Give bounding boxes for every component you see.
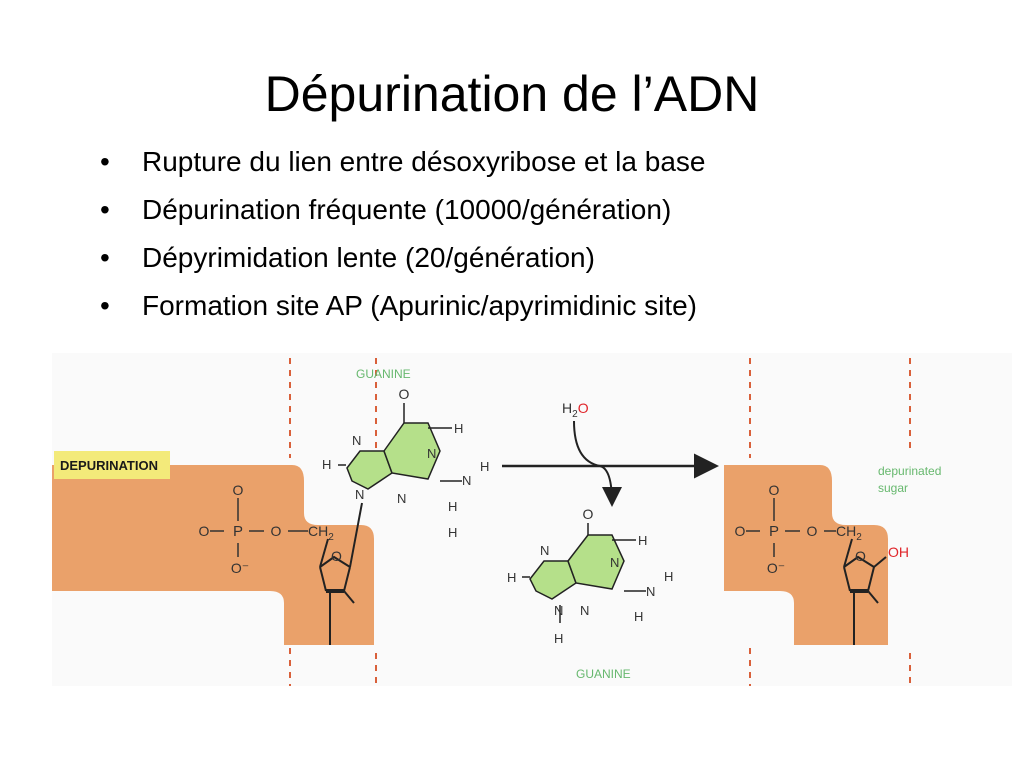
bullet-text: Rupture du lien entre désoxyribose et la… [142,146,706,177]
atom-n: N [397,491,406,506]
atom-h: H [322,457,331,472]
bullet-item: • Formation site AP (Apurinic/apyrimidini… [100,282,705,330]
atom-n: N [462,473,471,488]
atom-n: N [580,603,589,618]
bullet-text: Formation site AP (Apurinic/apyrimidinic… [142,290,698,321]
guanine-free [522,523,646,623]
atom-o: O [735,523,746,539]
sugar-block-left [52,465,374,645]
atom-h: H [664,569,673,584]
hydroxyl-label: OH [888,544,909,560]
bullet-item: • Dépyrimidation lente (20/génération) [100,234,705,282]
release-arrow [573,420,622,507]
phosphate-group-right [746,498,836,557]
atom-h: H [638,533,647,548]
atom-o-minus: O⁻ [231,560,249,576]
atom-o-minus: O⁻ [767,560,785,576]
atom-p: P [233,523,243,540]
bullet-item: • Dépurination fréquente (10000/génératio… [100,186,705,234]
guanine-bottom-label: GUANINE [576,667,631,681]
atom-p: P [769,523,779,540]
phosphate-group-left [210,498,308,557]
atom-h: H [454,421,463,436]
atom-h: H [448,499,457,514]
atom-n: N [352,433,361,448]
atom-ch2: CH2 [836,523,862,543]
slide-title: Dépurination de l’ADN [264,66,760,122]
depurinated-label: sugar [878,481,908,495]
water-label: H2O [562,400,589,420]
bullet-list: • Rupture du lien entre désoxyribose et l… [100,138,705,330]
bullet-dot: • [100,146,110,177]
depurination-diagram: DEPURINATION O P O O O⁻ CH2 O GUANINE O … [52,353,1012,686]
process-label-highlight [54,451,170,479]
atom-o: O [399,386,410,402]
atom-n: N [610,555,619,570]
atom-n: N [540,543,549,558]
process-label: DEPURINATION [60,458,158,473]
atom-o: O [233,482,244,498]
deoxyribose-ring-left [319,502,363,645]
sugar-block-right [724,465,888,645]
atom-ch2: CH2 [308,523,334,543]
bullet-dot: • [100,290,110,321]
atom-o: O [855,548,866,564]
bullet-dot: • [100,242,110,273]
bullet-text: Dépyrimidation lente (20/génération) [142,242,595,273]
bullet-dot: • [100,194,110,225]
atom-n: N [554,603,563,618]
atom-n: N [646,584,655,599]
atom-o: O [807,523,818,539]
atom-o: O [769,482,780,498]
atom-h: H [480,459,489,474]
atom-o: O [199,523,210,539]
dashed-guides [289,358,911,686]
bullet-item: • Rupture du lien entre désoxyribose et l… [100,138,705,186]
atom-o: O [271,523,282,539]
deoxyribose-ring-right [843,538,887,645]
guanine-top-label: GUANINE [356,367,411,381]
atom-h: H [554,631,563,646]
atom-h: H [448,525,457,540]
guanine-attached [338,403,462,490]
atom-o: O [583,506,594,522]
atom-h: H [634,609,643,624]
bullet-text: Dépurination fréquente (10000/génération… [142,194,672,225]
atom-o: O [331,548,342,564]
atom-n: N [355,487,364,502]
atom-n: N [427,446,436,461]
atom-h: H [507,570,516,585]
depurinated-label: depurinated [878,464,941,478]
